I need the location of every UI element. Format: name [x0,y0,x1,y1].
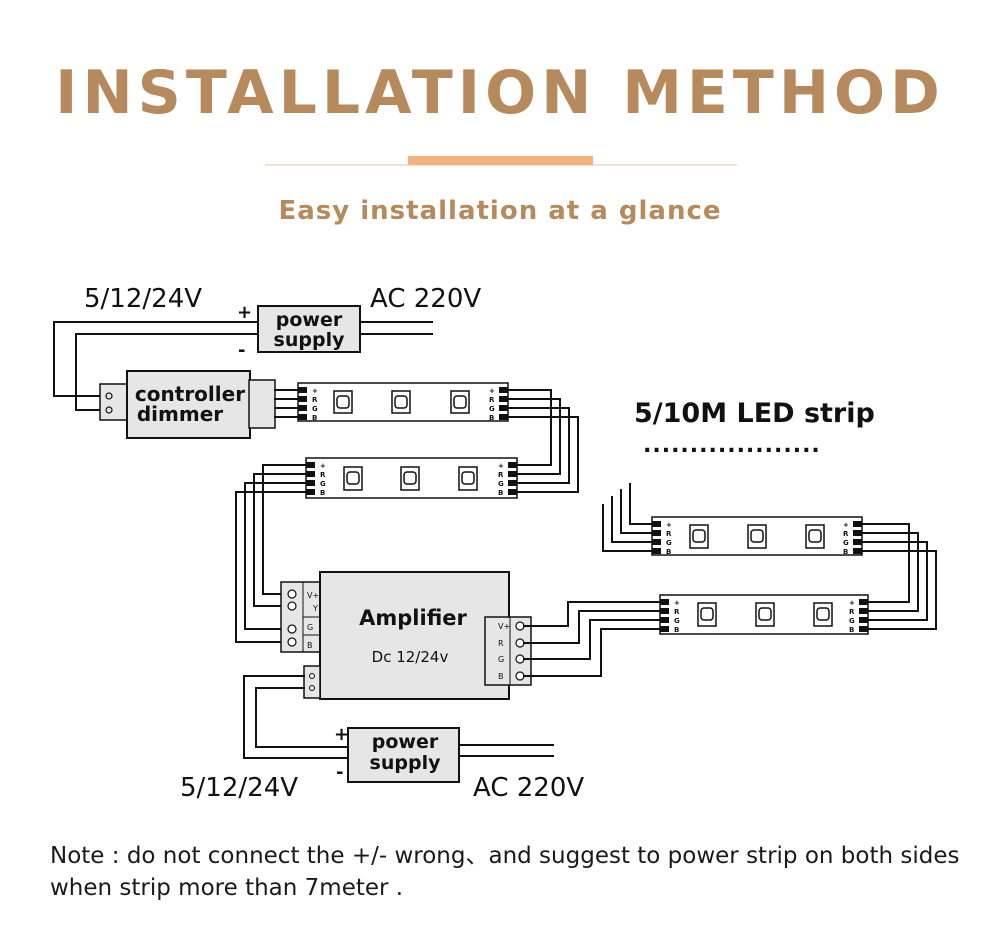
title-divider [265,156,737,166]
strip1-pin-r-left: R [312,396,318,404]
bottom-minus-sign: - [336,762,343,783]
strip3-pin-b-left: B [666,548,671,556]
amplifier-to-strip4-wires [523,601,661,677]
strip4-pin-plus-left: + [674,599,680,607]
strip-heading: 5/10M LED strip [634,398,875,429]
bottom-power-label-2: supply [370,752,442,774]
page-title: INSTALLATION METHOD [55,58,945,128]
bottom-power-label-1: power [372,731,439,753]
strip3-pin-plus-right: + [843,521,849,529]
strip2-pin-g-left: G [320,480,326,488]
amp-in-pin-g: G [307,623,313,632]
amplifier-voltage: Dc 12/24v [372,648,449,666]
strip4-pin-r-right: R [849,608,855,616]
strip4-pin-b-right: B [849,626,854,634]
strip3-pin-plus-left: + [666,521,672,529]
strip1-pin-plus-right: + [489,387,495,395]
top-power-label-2: supply [274,329,346,351]
strip2-to-amplifier-wires [235,464,307,643]
strip1-pin-g-left: G [312,405,318,413]
top-power-label-1: power [276,309,343,331]
amp-in-pin-y: Y [312,604,318,613]
top-plus-sign: + [237,302,252,323]
led-strip-4: + R G B + R G B [659,594,869,635]
top-voltage-label: 5/12/24V [84,284,202,314]
top-minus-sign: - [238,340,245,361]
strip1-pin-b-right: B [489,414,494,422]
amp-out-pin-b: B [498,672,504,681]
strip3-pin-b-right: B [843,548,848,556]
strip4-pin-g-right: G [849,617,855,625]
amp-out-pin-g: G [498,655,504,664]
led-strip-2: + R G B + R G B [305,457,518,499]
strip4-pin-plus-right: + [849,599,855,607]
page-subtitle: Easy installation at a glance [278,196,722,226]
strip4-pin-g-left: G [674,617,680,625]
strip4-pin-r-left: R [674,608,680,616]
strip1-pin-r-right: R [489,396,495,404]
amplifier-title: Amplifier [359,606,467,630]
strip3-to-strip4-wires [861,523,937,630]
bottom-voltage-label: 5/12/24V [180,773,298,803]
amplifier-power-wires [243,675,349,759]
top-ac-wires [359,321,433,335]
strip3-pin-r-right: R [843,530,849,538]
strip2-pin-r-right: R [498,471,504,479]
strip1-pin-plus-left: + [312,387,318,395]
strip3-pin-g-right: G [843,539,849,547]
top-power-supply: power supply [257,305,361,353]
diagram-root: 5/12/24V AC 220V power supply + - contro… [53,284,937,803]
led-strip-3: + R G B + R G B [651,516,863,556]
led-strip-1: + R G B + R G B [297,382,509,422]
bottom-ac-wires [458,744,554,757]
top-dc-wires [53,321,259,411]
amp-out-pin-r: R [498,639,504,648]
strip3-pin-r-left: R [666,530,672,538]
strip3-incoming-wires [602,483,653,552]
strip2-pin-b-left: B [320,489,325,497]
controller-label-2: dimmer [137,402,223,426]
strip2-pin-b-right: B [498,489,503,497]
strip1-pin-g-right: G [489,405,495,413]
bottom-plus-sign: + [334,724,349,745]
bottom-ac-label: AC 220V [473,773,584,803]
amp-out-pin-v: V+ [498,622,510,631]
wiring-diagram: 5/12/24V AC 220V power supply + - contro… [53,284,937,803]
strip1-pin-b-left: B [312,414,317,422]
controller-label-1: controller [135,382,245,406]
strip2-pin-r-left: R [320,471,326,479]
strip4-pin-b-left: B [674,626,679,634]
strip2-pin-g-right: G [498,480,504,488]
bottom-power-supply: power supply [347,727,460,783]
amp-in-pin-v: V+ [307,591,319,600]
amp-in-pin-b: B [307,641,313,650]
strip-ellipsis: ................... [643,433,821,458]
amplifier: V+ G B Y Amplifier Dc 12/24v V+ R G B [280,571,532,700]
strip2-pin-plus-right: + [498,462,504,470]
strip3-pin-g-left: G [666,539,672,547]
controller-dimmer: controller dimmer [99,370,276,439]
installation-note: Note : do not connect the +/- wrong、and … [50,843,960,901]
title-accent-bar [408,156,593,165]
strip2-pin-plus-left: + [320,462,326,470]
top-ac-label: AC 220V [370,284,481,314]
strip1-to-strip2-wires [507,389,579,493]
controller-output-wires [274,389,299,418]
